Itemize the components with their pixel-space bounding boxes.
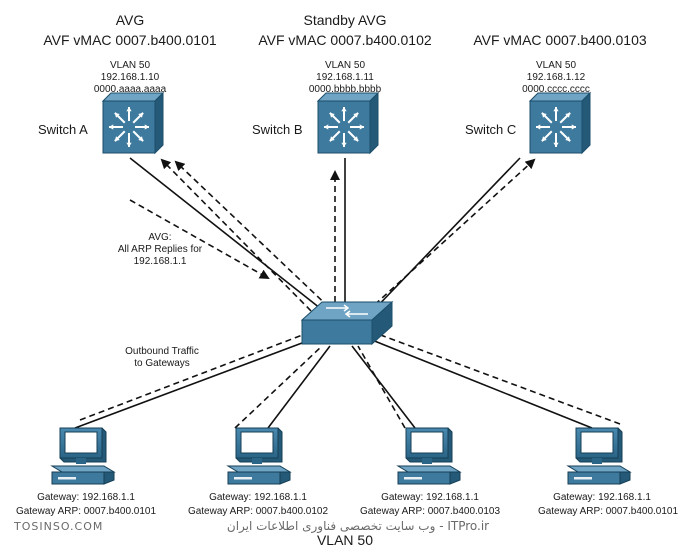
host-2-arp: Gateway ARP: 0007.b400.0102 — [188, 506, 329, 517]
switch-c-icon — [528, 91, 592, 155]
switch-c-mac: 0000.cccc.cccc — [522, 84, 590, 95]
switch-b-vlan: VLAN 50 — [325, 60, 365, 71]
host-pc-icon — [226, 427, 292, 485]
link-host-2 — [267, 345, 331, 429]
switch-c-ip: 192.168.1.12 — [527, 72, 586, 83]
host-pc-icon — [50, 427, 116, 485]
host-4-gateway: Gateway: 192.168.1.1 — [553, 492, 651, 503]
outbound-note: Outbound Traffic to Gateways — [125, 346, 199, 369]
host-3-gateway: Gateway: 192.168.1.1 — [381, 492, 479, 503]
hosts — [50, 427, 632, 485]
switch-c-label: Switch C — [465, 122, 516, 137]
avg-note-line-3: 192.168.1.1 — [134, 256, 187, 267]
arp-reply-arrow — [129, 199, 270, 279]
host-3-arp: Gateway ARP: 0007.b400.0103 — [360, 506, 501, 517]
host-4-traffic — [377, 333, 621, 425]
dashed-traffic-lines — [79, 158, 621, 429]
switch-a-ip: 192.168.1.10 — [101, 72, 160, 83]
outbound-to-a-1 — [160, 158, 319, 319]
switch-b-label: Switch B — [252, 122, 303, 137]
vlan-bottom-label: VLAN 50 — [317, 532, 373, 548]
host-1-arp: Gateway ARP: 0007.b400.0101 — [16, 506, 157, 517]
host-4-arp: Gateway ARP: 0007.b400.0101 — [538, 506, 679, 517]
host-2-traffic — [234, 345, 323, 429]
host-pc-icon — [396, 427, 462, 485]
switch-b-icon — [316, 91, 380, 155]
switch-a-mac: 0000.aaaa.aaaa — [94, 84, 167, 95]
switch-b-ip: 192.168.1.11 — [316, 72, 374, 83]
trunk-switch-c — [367, 157, 521, 317]
switch-a-icon — [101, 91, 165, 155]
avg-note: AVG: All ARP Replies for 192.168.1.1 — [118, 232, 203, 267]
outbound-to-c — [359, 158, 536, 319]
switch-a-labels: AVG AVF vMAC 0007.b400.0101 VLAN 50 192.… — [38, 12, 217, 137]
switch-a-vmac: AVF vMAC 0007.b400.0101 — [43, 32, 217, 48]
host-2-gateway: Gateway: 192.168.1.1 — [209, 492, 307, 503]
avg-note-line-2: All ARP Replies for — [118, 244, 203, 255]
switch-b-mac: 0000.bbbb.bbbb — [309, 84, 382, 95]
switch-c-labels: AVF vMAC 0007.b400.0103 VLAN 50 192.168.… — [465, 32, 647, 137]
switch-b-vmac: AVF vMAC 0007.b400.0102 — [258, 32, 432, 48]
distribution-switches — [101, 91, 592, 155]
switch-a-vlan: VLAN 50 — [110, 60, 150, 71]
host-1-traffic — [79, 333, 306, 421]
link-host-4 — [371, 339, 593, 429]
connection-lines — [74, 157, 593, 429]
link-host-1 — [74, 339, 311, 429]
switch-c-vlan: VLAN 50 — [536, 60, 576, 71]
trunk-switch-a — [129, 157, 331, 317]
switch-a-label: Switch A — [38, 122, 88, 137]
switch-c-vmac: AVF vMAC 0007.b400.0103 — [473, 32, 647, 48]
host-3-traffic — [357, 345, 406, 429]
watermark-right: وب سایت تخصصی فناوری اطلاعات ایران - ITP… — [227, 519, 489, 534]
outbound-note-line-2: to Gateways — [134, 358, 190, 369]
host-1-gateway: Gateway: 192.168.1.1 — [37, 492, 135, 503]
watermark-left: TOSINSO.COM — [13, 520, 103, 533]
avg-note-line-1: AVG: — [148, 232, 171, 243]
link-host-3 — [351, 345, 416, 429]
switch-a-role: AVG — [116, 12, 145, 28]
switch-b-labels: Standby AVG AVF vMAC 0007.b400.0102 VLAN… — [252, 12, 432, 137]
switch-b-role: Standby AVG — [303, 12, 386, 28]
outbound-note-line-1: Outbound Traffic — [125, 346, 199, 357]
access-switch-icon — [300, 300, 394, 346]
host-pc-icon — [566, 427, 632, 485]
host-labels: Gateway: 192.168.1.1 Gateway ARP: 0007.b… — [16, 492, 679, 517]
outbound-to-a-2 — [174, 160, 337, 315]
